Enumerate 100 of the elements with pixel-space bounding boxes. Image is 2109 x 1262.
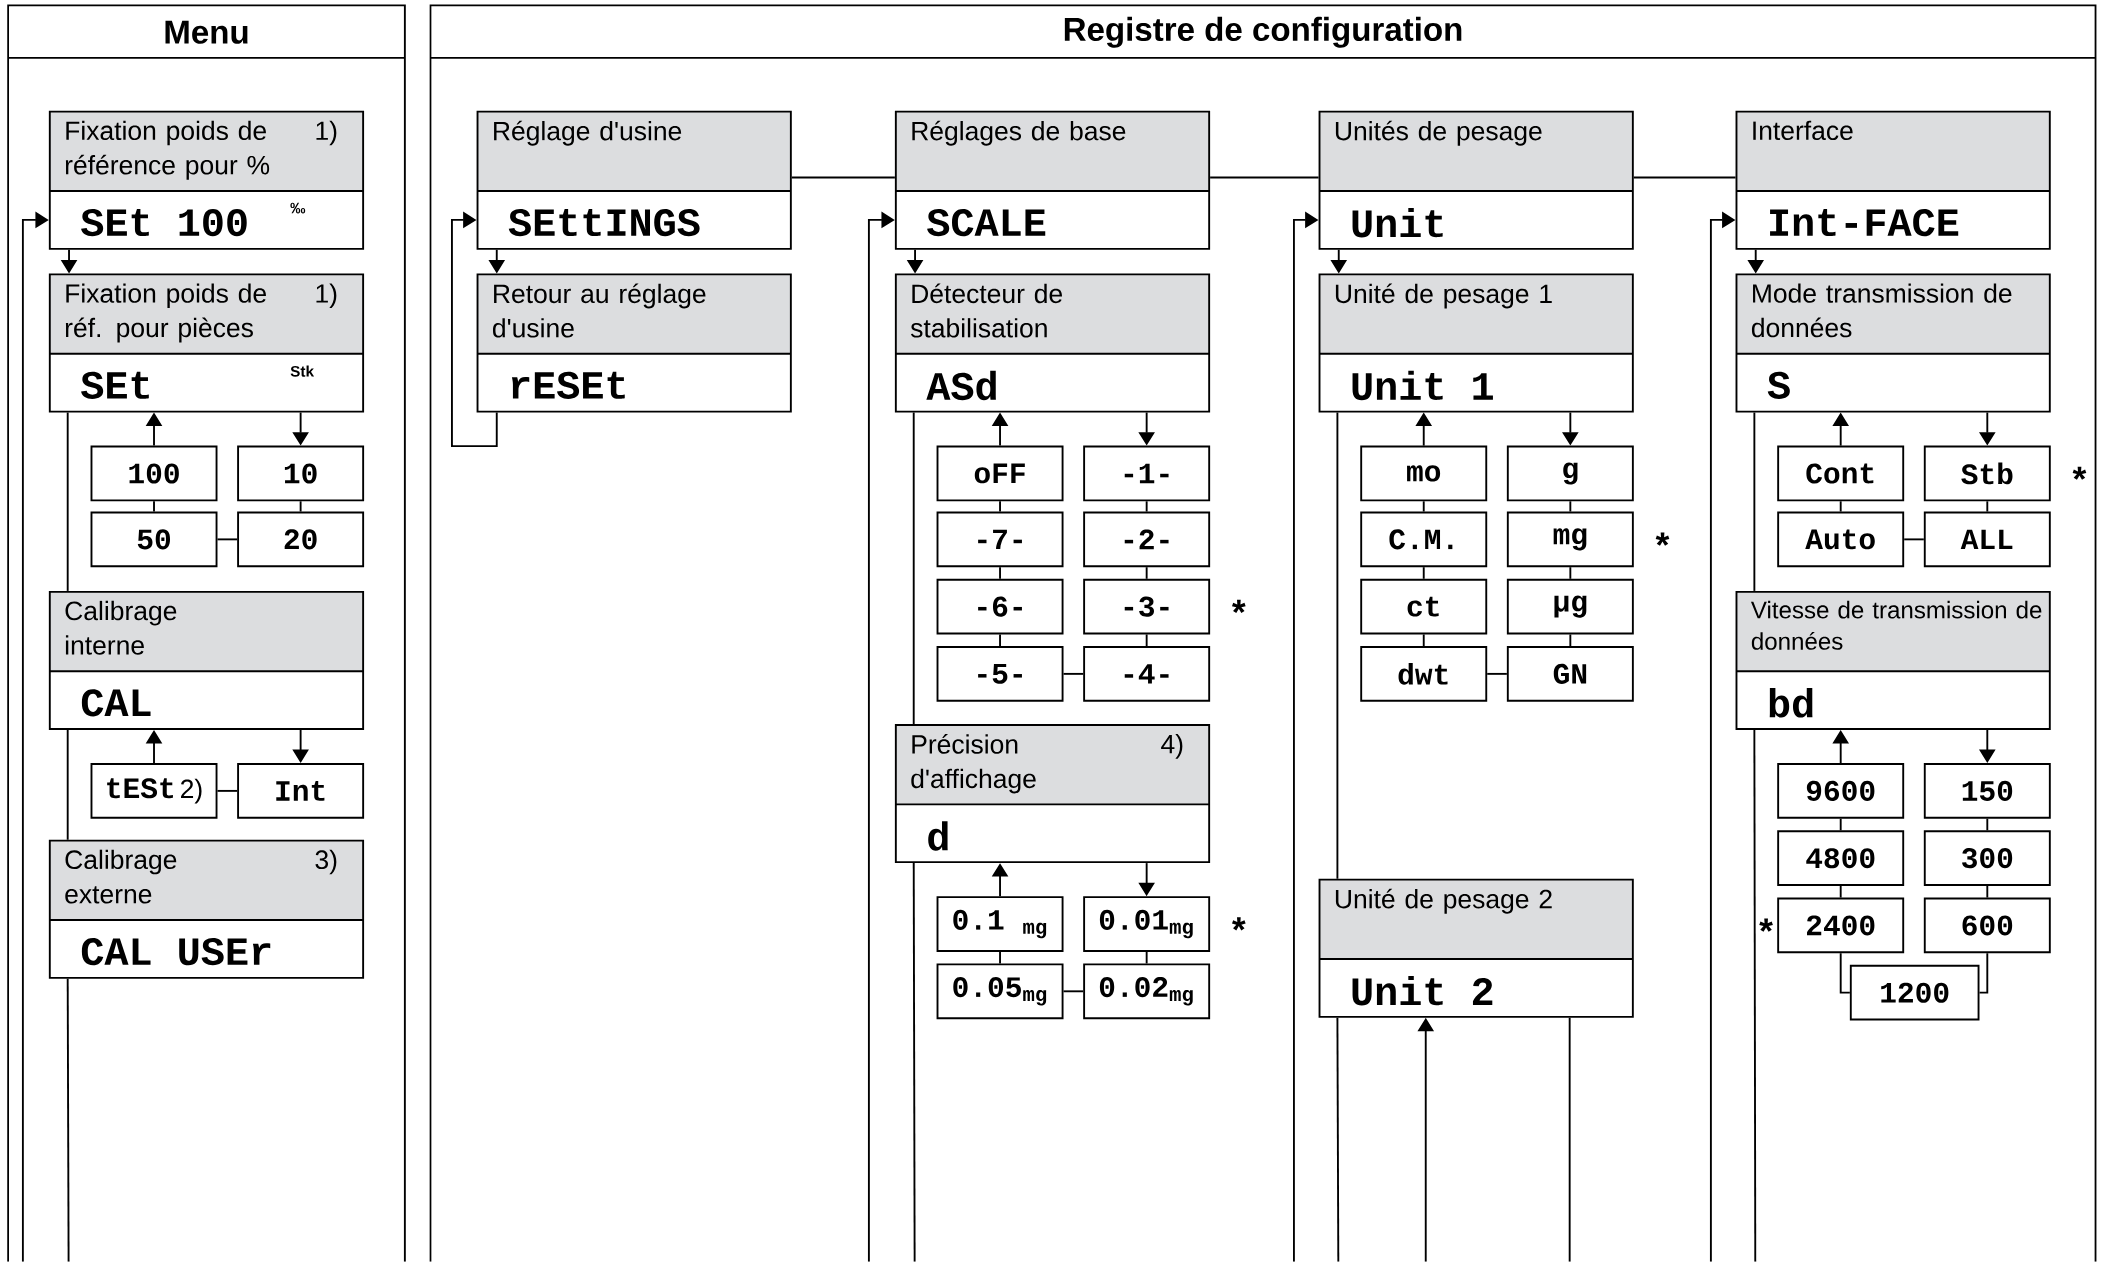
connector-line	[1336, 1017, 1340, 1262]
menu-item-box: Réglages de base SCALE	[894, 110, 1211, 250]
arrow	[451, 211, 498, 448]
connector-line	[153, 500, 155, 513]
option-box: 600	[1923, 897, 2051, 954]
connector-line	[999, 633, 1001, 648]
option-box: ct	[1360, 578, 1488, 635]
connector-line	[1753, 729, 1757, 1262]
connector-line	[299, 500, 302, 513]
menu-item-box: Précision d'affichage 4) d	[894, 724, 1211, 864]
option-box: 9600	[1777, 763, 1905, 819]
option-box: mo	[1360, 445, 1488, 502]
option-box: µg	[1506, 578, 1634, 635]
option-box: ALL	[1923, 511, 2051, 568]
option-box: 50	[90, 511, 218, 568]
option-box: C.M.	[1360, 511, 1488, 568]
connector-line	[1568, 1017, 1571, 1262]
option-box: Auto	[1777, 511, 1905, 568]
option-box: dwt	[1360, 646, 1488, 702]
connector-line	[216, 538, 239, 541]
menu-item-box: Retour au réglage d'usine rESEt	[476, 273, 792, 413]
connector-line	[1986, 885, 1989, 899]
connector-line	[1486, 673, 1508, 675]
connector-line	[1062, 673, 1085, 675]
option-box: g	[1506, 445, 1634, 502]
option-box: Stb	[1923, 445, 2051, 502]
option-box: 20	[237, 511, 365, 568]
menu-item-box: Détecteur de stabilisation ASd	[894, 273, 1211, 413]
connector-line	[999, 500, 1001, 513]
option-box: 10	[237, 445, 365, 502]
option-box: 300	[1923, 830, 2051, 887]
connector-line	[1569, 500, 1572, 513]
option-box: GN	[1506, 646, 1634, 702]
option-box: Cont	[1777, 445, 1905, 502]
asterisk-note: *	[1232, 917, 1246, 931]
connector-line	[1839, 817, 1842, 832]
connector-line	[1986, 500, 1989, 513]
connector-line	[1062, 990, 1085, 993]
connector-line	[1336, 411, 1339, 880]
connector-line	[1569, 633, 1572, 648]
connector-line	[1978, 952, 1989, 994]
menu-item-box: Mode transmission de données S	[1735, 273, 2051, 413]
option-box: 0.1 $_{mg}$	[936, 896, 1064, 953]
connector-line	[1145, 633, 1148, 648]
asterisk-note: *	[1655, 532, 1670, 546]
connector-line	[790, 176, 896, 179]
option-box: -3-	[1083, 578, 1211, 635]
menu-item-box: Calibrage interne CAL	[48, 591, 365, 731]
option-box: 0.05$_{mg}$	[936, 963, 1064, 1020]
connector-line	[1753, 411, 1756, 592]
menu-item-box: Unité de pesage 2 Unit 2	[1318, 878, 1634, 1018]
option-box: 150	[1923, 763, 2051, 819]
menu-item-box: Calibrage externe 3) CAL USEr	[48, 839, 365, 979]
option-box: -5-	[936, 646, 1064, 702]
connector-line	[999, 951, 1001, 965]
connector-line	[66, 978, 70, 1262]
menu-item-box: Vitesse de transmission de données bd	[1735, 591, 2051, 731]
connector-line	[1422, 566, 1425, 580]
connector-line	[1145, 951, 1148, 965]
connector-line	[1145, 566, 1148, 580]
connector-line	[1209, 176, 1320, 179]
option-box: -2-	[1083, 511, 1211, 568]
connector-line	[1903, 538, 1925, 541]
option-box: mg	[1506, 511, 1634, 568]
connector-line	[1422, 500, 1425, 513]
menu-item-box: Unité de pesage 1 Unit 1	[1318, 273, 1634, 413]
connector-line	[1839, 500, 1842, 513]
menu-item-box: Réglage d'usine SEttINGS	[476, 110, 792, 250]
option-box: -6-	[936, 578, 1064, 635]
option-box: 100	[90, 445, 218, 502]
connector-line	[1632, 176, 1737, 179]
menu-item-box: Unités de pesage Unit	[1318, 110, 1634, 250]
connector-line	[1839, 952, 1851, 994]
connector-line	[912, 862, 916, 1262]
connector-line	[216, 790, 239, 792]
option-box: tESt 2)	[90, 763, 218, 819]
connector-line	[1986, 817, 1989, 832]
connector-line	[912, 411, 915, 726]
option-box: 0.01$_{mg}$	[1083, 896, 1211, 953]
option-box: -7-	[936, 511, 1064, 568]
connector-line	[66, 411, 69, 592]
option-box: oFF	[936, 445, 1064, 502]
option-box: 4800	[1777, 830, 1905, 887]
asterisk-note: *	[1232, 600, 1246, 614]
connector-line	[1569, 566, 1572, 580]
connector-line	[66, 729, 69, 841]
option-box: 0.02$_{mg}$	[1083, 963, 1211, 1020]
option-box: -1-	[1083, 445, 1211, 502]
asterisk-note: *	[1759, 918, 1773, 932]
menu-item-box: Fixation poids de réf. pour pièces 1) SEt Stk	[48, 273, 365, 413]
asterisk-note: *	[2072, 466, 2087, 480]
connector-line	[1422, 633, 1425, 648]
connector-line	[1145, 500, 1148, 513]
connector-line	[1839, 885, 1842, 899]
option-box: 1200	[1849, 965, 1980, 1021]
connector-line	[999, 566, 1001, 580]
option-box: Int	[237, 763, 365, 819]
menu-item-box: Interface Int-FACE	[1735, 110, 2051, 250]
option-box: 2400	[1777, 897, 1905, 954]
menu-item-box: Fixation poids de référence pour % 1) SEt 100 ‰	[48, 110, 365, 250]
